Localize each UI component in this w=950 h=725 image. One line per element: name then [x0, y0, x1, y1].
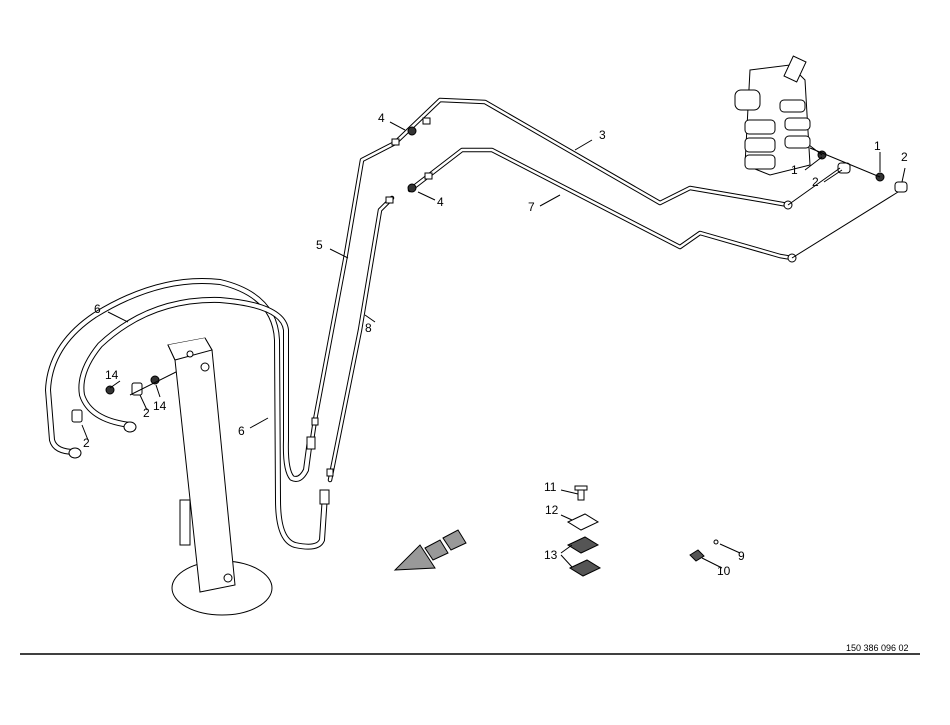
drawing-number: 150 386 096 02	[846, 643, 909, 653]
direction-arrow	[393, 529, 467, 571]
callout-4: 4	[378, 111, 385, 125]
pipe-7	[407, 147, 795, 261]
callout-14: 14	[105, 368, 119, 382]
hose-6-outer	[45, 277, 328, 550]
callout-13: 13	[544, 548, 558, 562]
callout-8: 8	[365, 321, 372, 335]
callout-11: 11	[544, 480, 557, 494]
callout-2: 2	[812, 175, 819, 189]
callout-6: 6	[94, 302, 101, 316]
control-valve-block	[734, 55, 811, 176]
callout-5: 5	[316, 238, 323, 252]
callout-9: 9	[738, 549, 745, 563]
callout-7: 7	[528, 200, 535, 214]
small-parts	[566, 485, 719, 577]
callout-1: 1	[791, 163, 798, 177]
leader-lines	[20, 121, 920, 655]
pipe-8	[327, 195, 395, 483]
hose-6-inner	[78, 296, 313, 482]
callout-2: 2	[83, 436, 90, 450]
support-column	[167, 337, 273, 616]
callout-2: 2	[901, 150, 908, 164]
callout-3: 3	[599, 128, 606, 142]
callout-12: 12	[545, 503, 559, 517]
callout-6: 6	[238, 424, 245, 438]
fittings	[68, 117, 908, 505]
callout-10: 10	[717, 564, 731, 578]
callout-4: 4	[437, 195, 444, 209]
pipe-5	[309, 140, 398, 443]
callout-1: 1	[874, 139, 881, 153]
callout-2: 2	[143, 406, 150, 420]
callout-14: 14	[153, 399, 167, 413]
pipe-3	[392, 97, 791, 208]
